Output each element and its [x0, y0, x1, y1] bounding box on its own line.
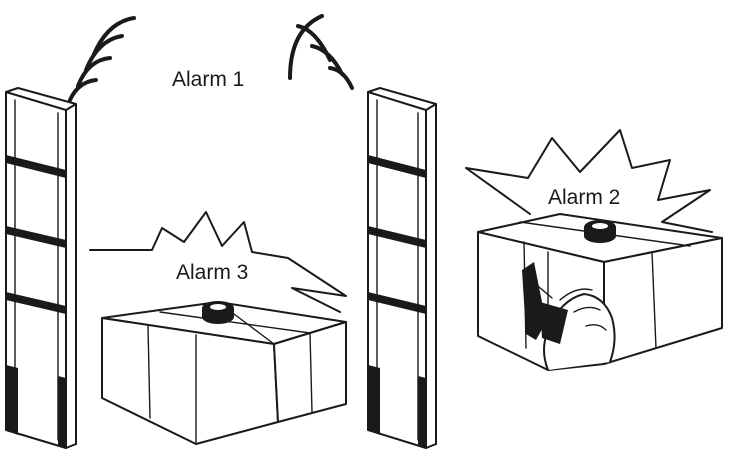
hand-with-cutter-icon [522, 262, 616, 371]
alarm-3-burst [89, 211, 347, 313]
alarm-1-label: Alarm 1 [172, 68, 244, 91]
left-antenna-pedestal [5, 87, 77, 449]
security-tag-left-icon [202, 301, 234, 324]
box-with-tag-left [101, 301, 347, 445]
security-tag-right-icon [584, 220, 616, 243]
alarm-3-label: Alarm 3 [176, 261, 248, 284]
left-signal-waves [68, 16, 136, 102]
alarm-2-burst [465, 129, 713, 233]
right-antenna-pedestal [367, 87, 437, 449]
right-signal-waves [288, 14, 354, 90]
alarm-2-label: Alarm 2 [548, 186, 620, 209]
